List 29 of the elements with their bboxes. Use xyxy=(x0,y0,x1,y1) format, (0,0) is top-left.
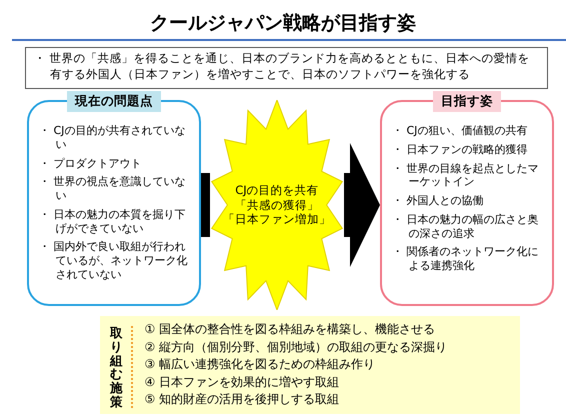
bullet-item: ・ 日本の魅力の幅の広さと奥の深さの追求 xyxy=(392,212,540,240)
bullet-item: ・ プロダクトアウト xyxy=(39,156,142,170)
block-arrow xyxy=(201,173,210,237)
panel-heading: 目指す姿 xyxy=(433,91,501,112)
summary-text: ・ 世界の「共感」を得ることを通じ、日本のブランド力を高めるとともに、日本への愛情を有する外国人（日本ファン）を増やすことで、日本のソフトパワーを強化する xyxy=(34,51,531,82)
bullet-item: ・ CJの目的が共有されていない xyxy=(39,124,186,152)
measure-item: ② 縦方向（個別分野、個別地域）の取組の更なる深掘り xyxy=(144,340,448,356)
bullet-item: ・ 世界の目線を起点としたマーケットイン xyxy=(392,162,540,189)
bullet-item: ・ 日本の魅力の本質を掘り下げができていない xyxy=(39,208,186,236)
starburst-text: 「共感の獲得」 xyxy=(235,198,319,212)
measures-heading: 取り組む施策 xyxy=(110,326,132,408)
panel-heading: 現在の問題点 xyxy=(67,91,161,112)
starburst-text: CJの目的を共有 xyxy=(235,182,319,198)
bullet-item: ・ 外国人との協働 xyxy=(392,194,484,208)
bullet-item: ・ 関係者のネットワーク化による連携強化 xyxy=(392,245,540,273)
bullet-item: ・ CJの狙い、価値観の共有 xyxy=(392,124,528,138)
summary-box xyxy=(25,47,548,89)
starburst-shape xyxy=(210,100,344,310)
measure-item: ① 国全体の整合性を図る枠組みを構築し、機能させる xyxy=(144,322,436,338)
bullet-item: ・ 日本ファンの戦略的獲得 xyxy=(392,142,528,156)
starburst-text: 「日本ファン増加」 xyxy=(223,212,331,228)
measure-item: ③ 幅広い連携強化を図るための枠組み作り xyxy=(144,357,376,373)
measure-item: ⑤ 知的財産の活用を後押しする取組 xyxy=(144,392,340,408)
diagram-title: クールジャパン戦略が目指す姿 xyxy=(149,11,417,36)
measure-item: ④ 日本ファンを効果的に増やす取組 xyxy=(144,374,340,390)
measures-panel xyxy=(100,316,520,414)
bullet-item: ・ 世界の視点を意識していない xyxy=(39,175,186,203)
block-arrow xyxy=(344,143,380,267)
bullet-item: ・ 国内外で良い取組が行われているが、ネットワーク化されていない xyxy=(39,240,188,282)
